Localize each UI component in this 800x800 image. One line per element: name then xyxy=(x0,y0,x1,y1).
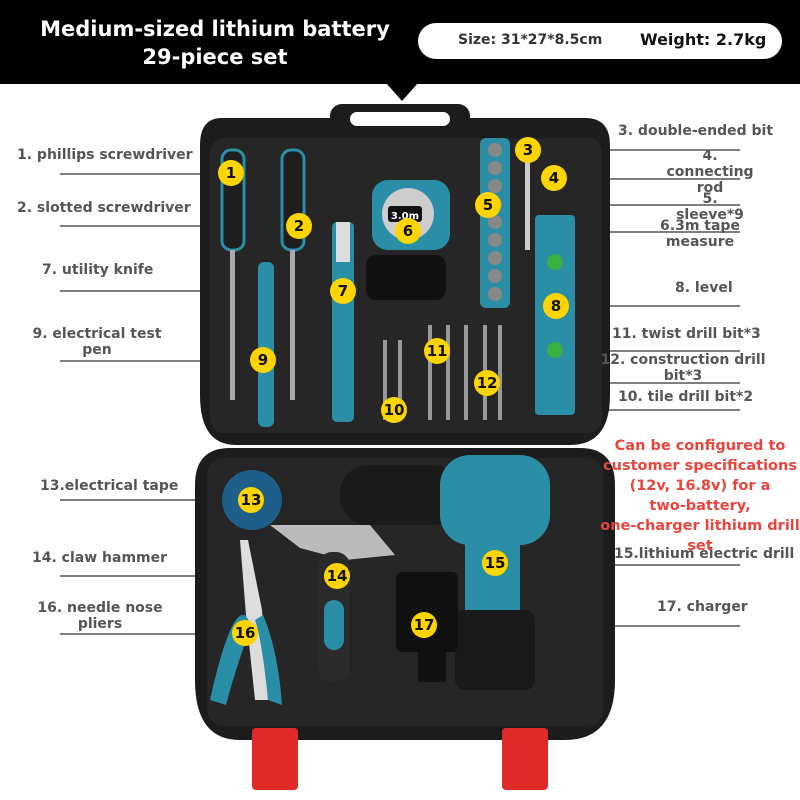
label-construction-drill-bit-line1: 12. construction drill xyxy=(600,352,766,368)
banner-pointer xyxy=(386,83,418,101)
label-level: 8. level xyxy=(675,280,733,296)
label-twist-drill-bit: 11. twist drill bit*3 xyxy=(612,326,761,342)
label-electrical-test-pen-line1: 9. electrical test xyxy=(32,326,162,342)
title-line-2: 29-piece set xyxy=(142,45,288,69)
label-phillips-screwdriver: 1. phillips screwdriver xyxy=(17,147,193,163)
note-line-6: set xyxy=(687,538,713,554)
label-construction-drill-bit-line2: bit*3 xyxy=(663,368,703,384)
badge-12: 12 xyxy=(474,370,500,396)
badge-7: 7 xyxy=(330,278,356,304)
badge-15: 15 xyxy=(482,550,508,576)
label-electrical-tape: 13.electrical tape xyxy=(40,478,179,494)
badge-8: 8 xyxy=(543,293,569,319)
label-sleeve-line2: sleeve*9 xyxy=(676,207,744,223)
label-tile-drill-bit: 10. tile drill bit*2 xyxy=(618,389,754,405)
badge-5: 5 xyxy=(475,192,501,218)
badge-16: 16 xyxy=(232,620,258,646)
label-tape-measure-line1: 6.3m tape xyxy=(660,218,740,234)
badge-2: 2 xyxy=(286,213,312,239)
note-line-3: (12v, 16.8v) for a xyxy=(629,478,771,494)
label-construction-drill-bit: 12. construction drill bit*3 xyxy=(598,352,768,384)
label-needle-nose-pliers-line2: pliers xyxy=(77,616,123,632)
label-slotted-screwdriver: 2. slotted screwdriver xyxy=(17,200,191,216)
label-tape-measure: 6.3m tape measure xyxy=(650,218,750,250)
label-needle-nose-pliers: 16. needle nose pliers xyxy=(20,600,180,632)
tape-display: 3.0m xyxy=(391,211,419,222)
weight-spec: Weight: 2.7kg xyxy=(640,30,767,49)
label-sleeve: 5. sleeve*9 xyxy=(660,191,760,223)
note-line-5: one-charger lithium drill xyxy=(600,518,800,534)
spec-pill xyxy=(418,23,782,59)
badge-9: 9 xyxy=(250,347,276,373)
label-sleeve-line1: 5. xyxy=(702,191,718,207)
badge-17: 17 xyxy=(411,612,437,638)
label-needle-nose-pliers-line1: 16. needle nose xyxy=(37,600,163,616)
label-connecting-rod-line1: 4. xyxy=(702,148,718,164)
label-connecting-rod: 4. connecting rod xyxy=(660,148,760,196)
label-double-ended-bit: 3. double-ended bit xyxy=(618,123,774,139)
label-tape-measure-line2: measure xyxy=(665,234,735,250)
badge-14: 14 xyxy=(324,563,350,589)
badge-10: 10 xyxy=(381,397,407,423)
badge-11: 11 xyxy=(424,338,450,364)
label-claw-hammer: 14. claw hammer xyxy=(32,550,168,566)
label-electrical-test-pen-line2: pen xyxy=(82,342,112,358)
badge-1: 1 xyxy=(218,160,244,186)
note-line-1: Can be configured to xyxy=(614,438,786,454)
label-connecting-rod-line2: connecting xyxy=(666,164,754,180)
label-electrical-test-pen: 9. electrical test pen xyxy=(22,326,172,358)
label-utility-knife: 7. utility knife xyxy=(42,262,154,278)
badge-13: 13 xyxy=(238,487,264,513)
badge-4: 4 xyxy=(541,165,567,191)
configuration-note: Can be configured to customer specificat… xyxy=(600,436,800,556)
label-connecting-rod-line3: rod xyxy=(696,180,724,196)
note-line-4: two-battery, xyxy=(649,498,751,514)
badge-3: 3 xyxy=(515,137,541,163)
badge-6: 6 xyxy=(395,218,421,244)
size-spec: Size: 31*27*8.5cm xyxy=(458,32,603,48)
label-lithium-electric-drill: 15.lithium electric drill xyxy=(614,546,795,562)
label-charger: 17. charger xyxy=(657,599,748,615)
note-line-2: customer specifications xyxy=(603,458,797,474)
title-line-1: Medium-sized lithium battery xyxy=(40,17,390,41)
